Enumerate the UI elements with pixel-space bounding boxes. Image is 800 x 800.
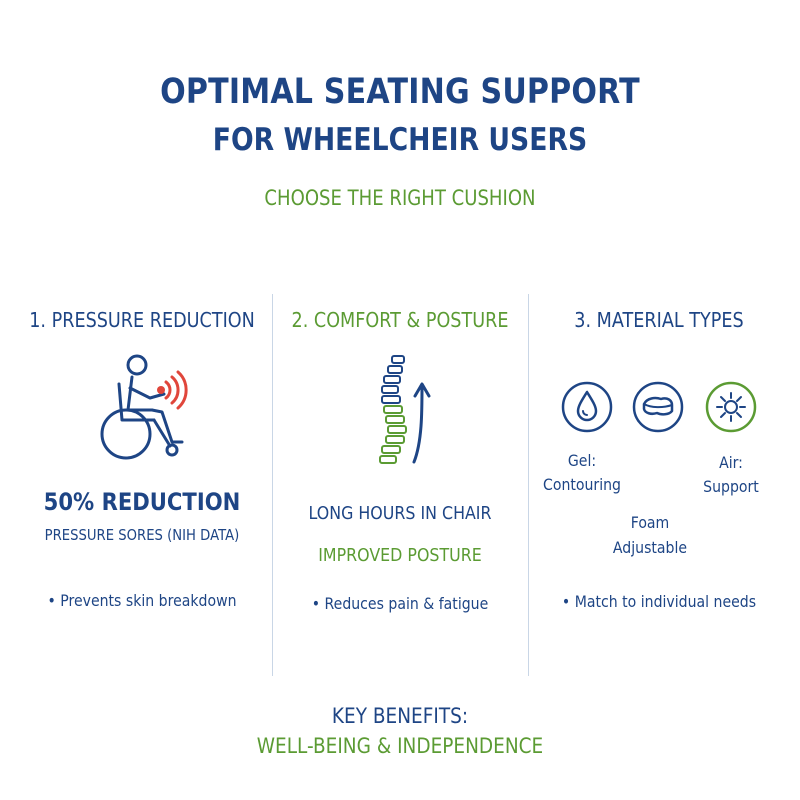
foam-label-line-2: Adjustable [612,538,688,557]
page-subtitle: CHOOSE THE RIGHT CUSHION [264,186,536,210]
improved-posture-text: IMPROVED POSTURE [318,545,482,566]
pressure-bullet: • Prevents skin breakdown [47,591,237,610]
wheelchair-user-icon [100,354,188,460]
foam-label-line-1: Foam [630,513,670,532]
comfort-posture-heading: 2. COMFORT & POSTURE [291,308,509,332]
reduction-stat: 50% REDUCTION [43,488,241,516]
page-title-line-1: OPTIMAL SEATING SUPPORT [160,72,640,112]
spine-posture-icon [379,355,431,464]
air-label-line-2: Support [703,477,759,496]
material-types-heading: 3. MATERIAL TYPES [574,308,744,332]
column-divider-right [528,294,529,676]
long-hours-text: LONG HOURS IN CHAIR [308,503,492,524]
gel-label-line-1: Gel: [567,451,597,470]
air-label-line-1: Air: [719,453,743,472]
reduction-stat-caption: PRESSURE SORES (NIH DATA) [44,526,240,544]
comfort-bullet: • Reduces pain & fatigue [311,594,489,613]
page-title-line-2: FOR WHEELCHEIR USERS [212,122,588,158]
air-burst-icon [705,381,757,433]
pressure-reduction-heading: 1. PRESSURE REDUCTION [29,308,255,332]
gel-label-line-2: Contouring [543,475,621,494]
column-divider-left [272,294,273,676]
foam-block-icon [632,381,684,433]
materials-bullet: • Match to individual needs [561,592,757,611]
key-benefits-label: KEY BENEFITS: [331,704,469,728]
gel-drop-icon [561,381,613,433]
key-benefits-value: WELL-BEING & INDEPENDENCE [256,734,544,758]
